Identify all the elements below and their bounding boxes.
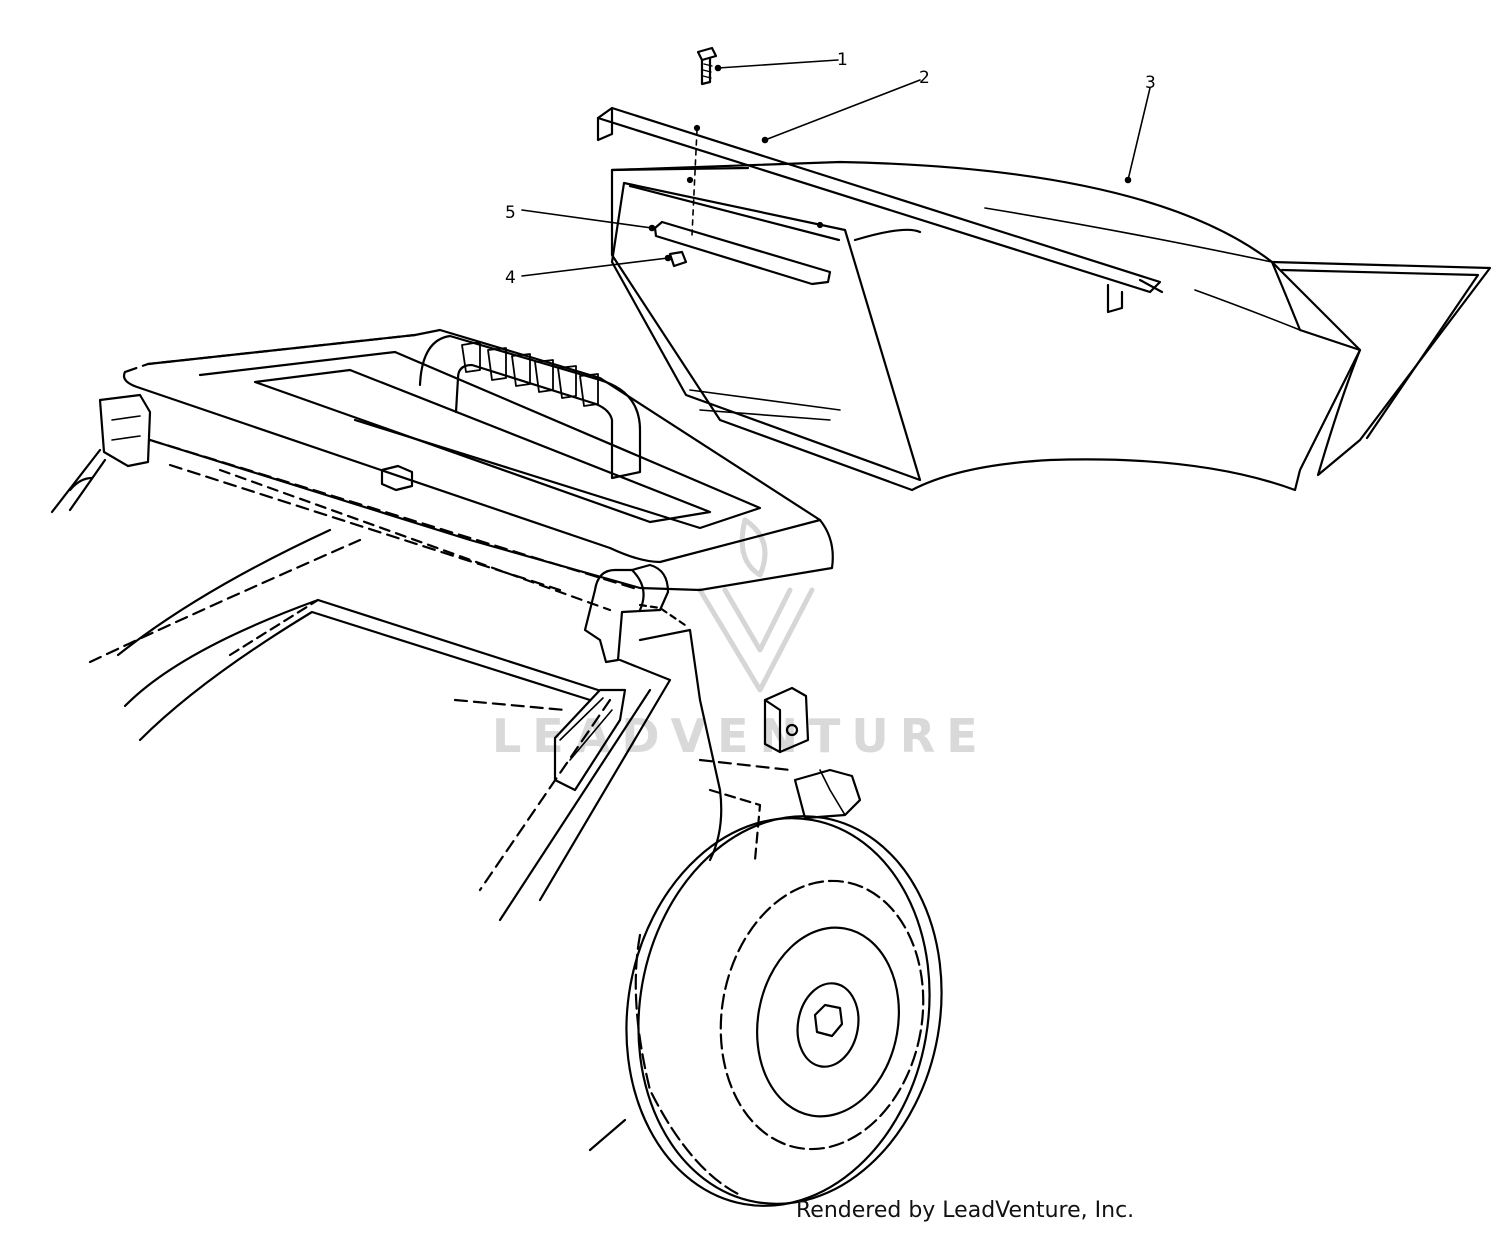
hinge-bracket-left bbox=[50, 393, 152, 514]
footer-credit: Rendered by LeadVenture, Inc. bbox=[796, 1198, 1135, 1223]
rear-cover bbox=[122, 328, 834, 612]
callout-3: 3 bbox=[1145, 73, 1156, 93]
hinge-bracket-right bbox=[583, 563, 687, 664]
callout-lines bbox=[521, 59, 1151, 277]
watermark-text: LEADVENTURE bbox=[492, 709, 989, 763]
nut bbox=[668, 250, 688, 268]
plate bbox=[653, 220, 832, 286]
callout-2: 2 bbox=[919, 68, 930, 88]
bag-frame-rod bbox=[596, 106, 1164, 314]
grass-bag bbox=[610, 160, 1492, 492]
bolt bbox=[686, 46, 718, 236]
watermark-logo bbox=[697, 517, 815, 693]
callout-5: 4 bbox=[505, 268, 516, 288]
handle bbox=[380, 334, 642, 492]
callout-4: 5 bbox=[505, 203, 516, 223]
wheel bbox=[588, 815, 943, 1207]
mower-deck bbox=[88, 528, 723, 922]
callout-1: 1 bbox=[837, 50, 848, 70]
wheel-bracket bbox=[698, 686, 862, 862]
